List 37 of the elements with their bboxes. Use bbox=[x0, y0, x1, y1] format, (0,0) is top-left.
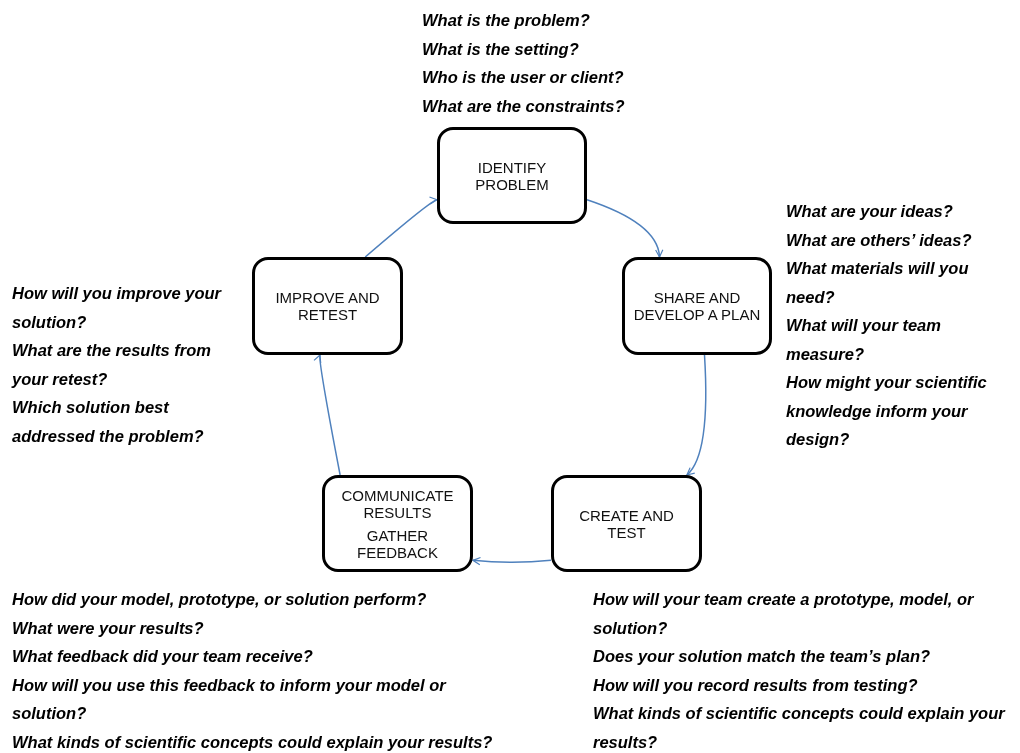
arrow bbox=[586, 199, 663, 258]
arrow bbox=[472, 556, 552, 566]
step-label: CREATE AND TEST bbox=[578, 506, 675, 541]
guiding-question: What is the problem? bbox=[422, 10, 591, 31]
step-label: COMMUNICATE RESULTS bbox=[340, 486, 455, 521]
process-box bbox=[551, 475, 702, 572]
guiding-question: What is the setting? bbox=[422, 38, 580, 60]
guiding-question: Which solution best addressed the problem? bbox=[12, 397, 205, 447]
arrow bbox=[315, 354, 341, 476]
guiding-question: What feedback did your team receive? bbox=[12, 646, 314, 667]
guiding-question: What are others’ ideas? bbox=[786, 229, 973, 251]
process-box bbox=[437, 127, 587, 224]
guiding-question: How will you use this feedback to inform your model or solution? bbox=[12, 674, 448, 724]
process-box bbox=[622, 257, 772, 355]
arrow bbox=[686, 354, 707, 476]
guiding-question: What are your ideas? bbox=[786, 201, 954, 222]
step-label: IMPROVE AND RETEST bbox=[274, 289, 381, 323]
guiding-question: Does your solution match the team’s plan? bbox=[593, 646, 932, 667]
step-label: GATHER FEEDBACK bbox=[356, 526, 439, 561]
guiding-question: What are the results from your retest? bbox=[12, 340, 212, 390]
step-label: IDENTIFY PROBLEM bbox=[474, 158, 550, 193]
guiding-question: How will you improve your solution? bbox=[12, 283, 223, 333]
guiding-question: What materials will you need? bbox=[786, 258, 970, 308]
guiding-question: How did your model, prototype, or solution perform? bbox=[12, 589, 428, 610]
process-box bbox=[322, 475, 473, 572]
guiding-question: What are the constraints? bbox=[422, 95, 626, 117]
guiding-question: What were your results? bbox=[12, 617, 205, 639]
guiding-question: How will your team create a prototype, model, or solution? bbox=[593, 589, 975, 639]
process-box bbox=[252, 257, 403, 355]
guiding-question: How will you record results from testing? bbox=[593, 674, 919, 696]
guiding-question: Who is the user or client? bbox=[422, 67, 625, 88]
guiding-question: How might your scientific knowledge inform your design? bbox=[786, 372, 988, 450]
arrow bbox=[364, 198, 438, 258]
guiding-question: What kinds of scientific concepts could explain your results? bbox=[593, 703, 1007, 753]
step-label: SHARE AND DEVELOP A PLAN bbox=[632, 289, 762, 323]
guiding-question: What kinds of scientific concepts could explain your results? bbox=[12, 731, 494, 753]
guiding-question: What will your team measure? bbox=[786, 315, 942, 365]
